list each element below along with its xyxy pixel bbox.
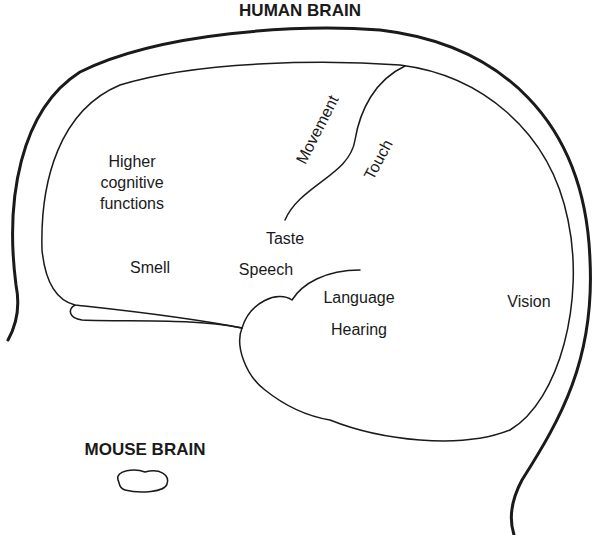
region-label: Movement	[292, 92, 344, 168]
region-label: Language	[323, 288, 394, 309]
region-label: Speech	[239, 260, 293, 281]
region-label: Taste	[266, 229, 304, 250]
region-label: Hearing	[331, 320, 387, 341]
region-label: Vision	[507, 292, 550, 313]
head-outline	[8, 28, 590, 535]
region-label: Touch	[360, 136, 398, 183]
title: HUMAN BRAIN	[239, 0, 361, 22]
region-label: Smell	[130, 258, 170, 279]
orbital-surface	[70, 305, 242, 328]
brain-outline	[42, 62, 573, 441]
central-sulcus	[285, 66, 405, 220]
region-label: Higher cognitive functions	[82, 152, 182, 214]
mouse-brain-outline	[118, 470, 168, 492]
mouse-brain-title: MOUSE BRAIN	[85, 439, 206, 461]
